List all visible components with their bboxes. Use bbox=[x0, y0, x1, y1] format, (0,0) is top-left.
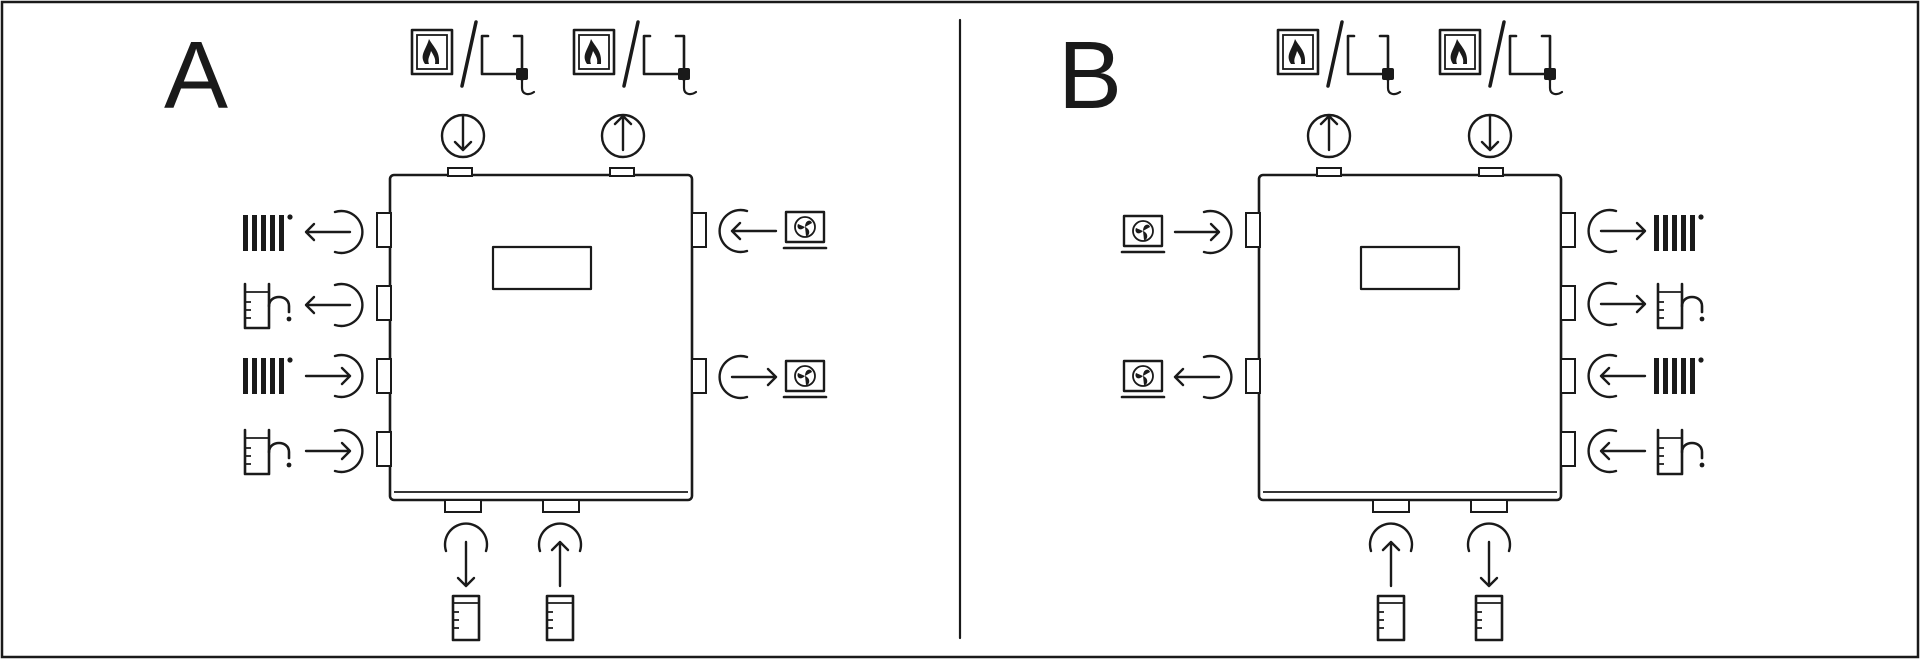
hot-water-tap-icon bbox=[243, 282, 293, 330]
unit-display bbox=[1359, 245, 1461, 291]
flow-in-left-3 bbox=[304, 353, 364, 399]
panel-b: B bbox=[1058, 20, 1706, 642]
flow-in-right-4 bbox=[1587, 428, 1647, 474]
flow-in-left-1 bbox=[1173, 209, 1233, 255]
flow-in-connector-top-1 bbox=[440, 113, 486, 159]
flow-in-right-3 bbox=[1587, 353, 1647, 399]
flow-out-left-2 bbox=[1173, 354, 1233, 400]
boiler-or-electric-icon bbox=[572, 20, 698, 96]
fan-unit-icon bbox=[782, 359, 828, 399]
flow-down-bottom-1 bbox=[443, 522, 489, 588]
radiator-icon bbox=[1654, 214, 1704, 251]
boiler-or-electric-icon bbox=[1276, 20, 1402, 96]
fan-unit-icon bbox=[1120, 359, 1166, 399]
radiator-icon bbox=[243, 214, 293, 251]
storage-tank-icon bbox=[451, 594, 481, 642]
unit-display bbox=[491, 245, 593, 291]
flow-in-connector-top-2 bbox=[1467, 113, 1513, 159]
hydraulic-unit bbox=[1257, 173, 1563, 502]
storage-tank-icon bbox=[1376, 594, 1406, 642]
flow-out-connector-top-1 bbox=[1306, 113, 1352, 159]
hot-water-tap-icon bbox=[243, 428, 293, 476]
flow-in-left-4 bbox=[304, 428, 364, 474]
boiler-or-electric-icon bbox=[1438, 20, 1564, 96]
flow-out-left-2 bbox=[304, 282, 364, 328]
flow-in-right-1 bbox=[718, 208, 778, 254]
radiator-icon bbox=[243, 357, 293, 394]
storage-tank-icon bbox=[1474, 594, 1504, 642]
flow-up-bottom-2 bbox=[537, 522, 583, 588]
boiler-or-electric-icon bbox=[410, 20, 536, 96]
hot-water-tap-icon bbox=[1656, 282, 1706, 330]
panel-label-a: A bbox=[164, 22, 228, 129]
radiator-icon bbox=[1654, 357, 1704, 394]
fan-unit-icon bbox=[782, 210, 828, 250]
flow-out-right-2 bbox=[1587, 281, 1647, 327]
fan-unit-icon bbox=[1120, 214, 1166, 254]
hot-water-tap-icon bbox=[1656, 428, 1706, 476]
flow-out-connector-top-2 bbox=[600, 113, 646, 159]
storage-tank-icon bbox=[545, 594, 575, 642]
flow-out-right-1 bbox=[1587, 208, 1647, 254]
flow-down-bottom-2 bbox=[1466, 522, 1512, 588]
flow-up-bottom-1 bbox=[1368, 522, 1414, 588]
hydraulic-unit bbox=[388, 173, 694, 502]
panel-label-b: B bbox=[1058, 22, 1122, 129]
flow-out-left-1 bbox=[304, 209, 364, 255]
flow-out-right-2 bbox=[718, 354, 778, 400]
panel-a: A bbox=[164, 20, 828, 642]
